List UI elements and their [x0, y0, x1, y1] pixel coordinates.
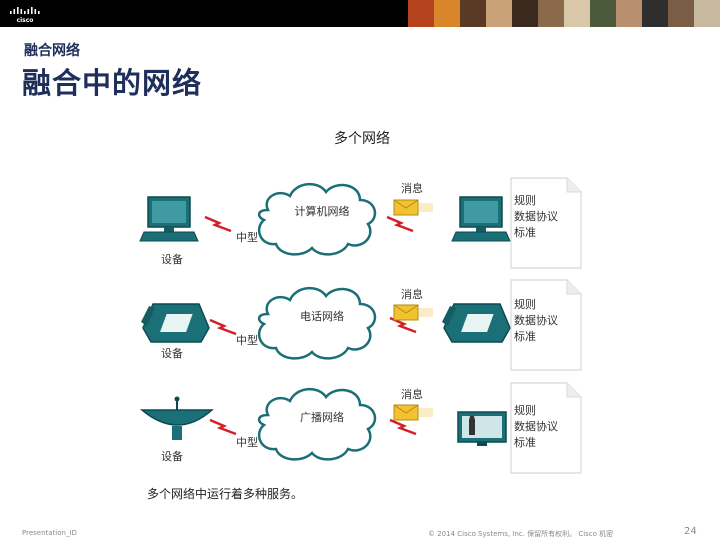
cloud-icon [257, 182, 377, 256]
row-telephone-network: 设备 中型 电话网络 消息 规则 数据协议 标准 [140, 279, 582, 371]
satellite-dish-icon [139, 396, 214, 440]
envelope-icon [393, 304, 434, 321]
cloud-label: 电话网络 [300, 309, 344, 323]
standards-label: 标准 [514, 435, 536, 449]
header-bar: cisco [0, 0, 720, 27]
footer-copyright: © 2014 Cisco Systems, Inc. 保留所有权利。 Cisco… [428, 530, 614, 538]
message-label: 消息 [401, 387, 423, 401]
medium-label: 中型 [236, 333, 258, 347]
rules-label: 规则 [514, 193, 536, 207]
medium-label: 中型 [236, 230, 258, 244]
row-computer-network: 设备 中型 计算机网络 消息 规则 数据协议 标准 [139, 177, 582, 269]
protocol-label: 数据协议 [514, 313, 558, 327]
cisco-logo: cisco [10, 7, 40, 24]
brand-text: cisco [17, 17, 34, 24]
standards-label: 标准 [514, 329, 536, 343]
header-photo-strip [408, 0, 720, 27]
computer-icon [451, 196, 511, 242]
document-icon [510, 177, 582, 269]
section-subtitle: 融合网络 [24, 43, 80, 59]
envelope-icon [393, 199, 434, 216]
diagram-caption: 多个网络中运行着多种服务。 [147, 486, 303, 501]
envelope-icon [393, 404, 434, 421]
cloud-icon [257, 387, 377, 461]
page-title: 融合中的网络 [22, 66, 203, 100]
medium-label: 中型 [236, 435, 258, 449]
page-number: 24 [684, 526, 697, 537]
telephone-icon [441, 303, 511, 343]
rules-label: 规则 [514, 403, 536, 417]
telephone-icon [140, 303, 210, 343]
cloud-label: 计算机网络 [295, 204, 350, 218]
cloud-label: 广播网络 [300, 410, 344, 424]
device-label: 设备 [161, 346, 183, 360]
cloud-icon [257, 286, 377, 360]
protocol-label: 数据协议 [514, 209, 558, 223]
device-label: 设备 [161, 449, 183, 463]
message-label: 消息 [401, 287, 423, 301]
device-label: 设备 [161, 252, 183, 266]
rules-label: 规则 [514, 297, 536, 311]
television-icon [457, 411, 507, 446]
diagram-heading: 多个网络 [334, 130, 390, 147]
footer-presentation-id: Presentation_ID [22, 529, 77, 537]
row-broadcast-network: 设备 中型 广播网络 消息 规则 数据协议 标准 [139, 382, 582, 474]
standards-label: 标准 [514, 225, 536, 239]
message-label: 消息 [401, 181, 423, 195]
protocol-label: 数据协议 [514, 419, 558, 433]
computer-icon [139, 196, 199, 242]
